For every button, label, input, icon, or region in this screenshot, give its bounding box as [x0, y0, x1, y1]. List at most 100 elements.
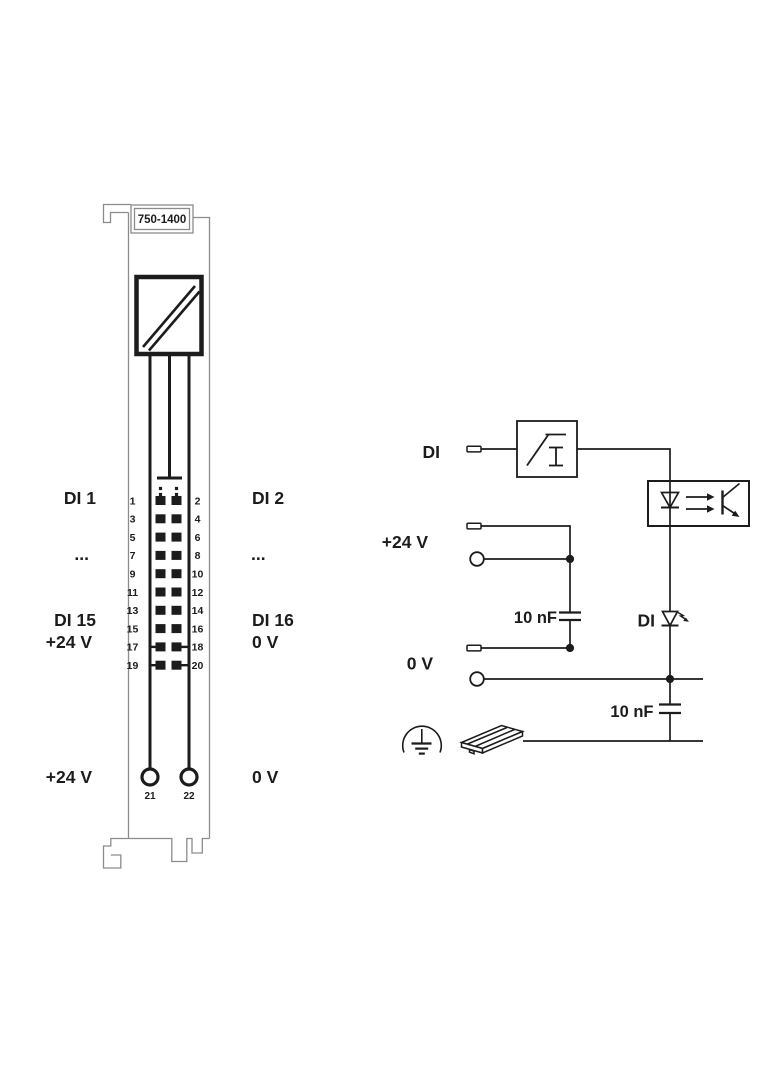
pin-contact: [155, 660, 166, 670]
part-number-box: 750-1400: [130, 204, 194, 234]
part-number-inner-frame: [133, 207, 191, 231]
ground-icon: [401, 725, 443, 755]
pin-contact: [155, 514, 166, 524]
pin-number: 12: [192, 587, 204, 599]
pin-number: 14: [192, 605, 204, 617]
led-di-label: DI: [638, 611, 656, 631]
bus-contact-icon: [466, 445, 482, 453]
continuation-dots: [158, 486, 179, 497]
pin-contact: [155, 569, 166, 579]
module-labels: DI 1 ... DI 15 +24 V +24 V DI 2 ... DI 1…: [46, 488, 294, 787]
pin-contact: [171, 624, 182, 634]
pin-contact: [171, 605, 182, 615]
pin-number: 11: [127, 587, 138, 599]
bus-contact-icon: [466, 522, 482, 530]
pin-contact: [171, 496, 182, 505]
pin-contact: [171, 587, 182, 597]
pin-number: 16: [192, 623, 204, 635]
isolation-symbol-icon: [134, 274, 204, 357]
pin-number: 5: [130, 532, 136, 544]
pin-contact: [171, 514, 182, 524]
cap-ground-label: 10 nF: [610, 703, 653, 721]
led-flash-icon: [677, 611, 687, 621]
pin-number: 18: [192, 642, 204, 654]
pin-number: 7: [130, 550, 136, 562]
pin-contact: [155, 587, 166, 597]
label-feed-24v: +24 V: [46, 767, 93, 787]
pin-contact: [171, 550, 182, 560]
status-led-icon: [661, 610, 689, 628]
power-pin-ticks: [150, 645, 189, 667]
pin-contact: [171, 642, 182, 652]
pin-numbers-left: 1 3 5 7 9 11 13 15 17 19: [127, 495, 139, 672]
pin-contact: [155, 624, 166, 634]
capacitor-supply-icon: [559, 611, 581, 622]
pin-number: 19: [127, 660, 139, 672]
pin-number: 9: [130, 569, 136, 581]
clamp-terminal-icon: [469, 671, 485, 687]
label-di1: DI 1: [64, 488, 96, 508]
supply-24v-label: +24 V: [382, 532, 429, 552]
module-drawing: 750-1400: [46, 203, 294, 869]
pin-number: 4: [195, 514, 201, 526]
clamp-terminal-icon: [469, 551, 485, 567]
internal-wires: [148, 354, 191, 769]
pin-number: 3: [130, 514, 136, 526]
pin-number: 6: [195, 532, 201, 544]
housing-left-foot: [102, 837, 129, 869]
label-right-more: ...: [251, 544, 266, 564]
pin-number: 17: [127, 642, 139, 654]
label-left-more: ...: [74, 544, 89, 564]
housing-top-hook: [102, 203, 131, 224]
circuit-schematic: DI: [382, 420, 750, 755]
ground-0v-label: 0 V: [407, 654, 434, 674]
schematic-di-label: DI: [423, 442, 441, 462]
pin-number: 2: [195, 495, 201, 507]
pin-contact: [171, 569, 182, 579]
pin-numbers-right: 2 4 6 8 10 12 14 16 18 20: [192, 495, 204, 672]
housing-bottom-feet: [128, 837, 210, 863]
pin-number: 20: [192, 660, 204, 672]
pin-number: 1: [130, 495, 136, 507]
pin-number: 10: [192, 569, 204, 581]
input-filter-icon: [516, 420, 578, 478]
part-number-outer-frame: [130, 204, 194, 234]
label-di2: DI 2: [252, 488, 284, 508]
cap-supply-label: 10 nF: [514, 609, 557, 627]
terminal-21: 21: [140, 767, 160, 802]
din-rail-icon: [459, 724, 525, 755]
pin-number: 8: [195, 550, 201, 562]
terminal-22-number: 22: [183, 791, 195, 802]
pin-number: 13: [127, 605, 139, 617]
pin-contact: [155, 532, 166, 542]
label-left-24v: +24 V: [46, 632, 93, 652]
pin-contact: [155, 496, 166, 505]
opto-led-icon: [660, 491, 680, 510]
bus-contact-icon: [466, 644, 482, 652]
terminal-22: 22: [179, 767, 199, 802]
pin-contact: [155, 605, 166, 615]
label-feed-0v: 0 V: [252, 767, 279, 787]
pin-contact: [171, 532, 182, 542]
optocoupler-icon: [647, 480, 750, 527]
pin-contact: [155, 550, 166, 560]
terminal-22-circle-icon: [179, 767, 199, 787]
light-arrows-icon: [686, 493, 715, 513]
pin-field: [150, 496, 189, 670]
phototransistor-icon: [721, 482, 741, 517]
part-number-label: 750-1400: [138, 214, 187, 226]
wire-filter-to-opto: [577, 448, 671, 481]
terminal-21-circle-icon: [140, 767, 160, 787]
label-di15: DI 15: [54, 610, 96, 630]
junction-dot: [565, 554, 575, 564]
capacitor-ground-icon: [659, 703, 681, 715]
module-outline: [102, 203, 211, 869]
pin-contact: [171, 660, 182, 670]
housing-right-edge: [193, 216, 211, 839]
label-right-0v: 0 V: [252, 632, 279, 652]
pin-number: 15: [127, 623, 139, 635]
wire-24v-bus: [481, 525, 571, 613]
terminal-21-number: 21: [144, 791, 156, 802]
